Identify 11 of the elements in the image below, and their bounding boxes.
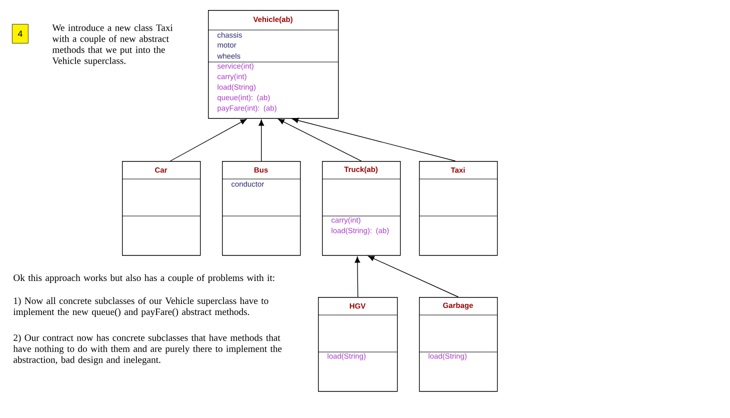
- note-text: 2) Our contract now has concrete subclasses that have methods that have nothing to do with them and are purely there to implement the abstraction, bad design and inelegant.: [13, 334, 282, 365]
- arrow: [278, 118, 362, 162]
- number-badge: 4: [12, 24, 28, 44]
- note-text: Ok this approach works but also has a couple of problems with it:: [14, 274, 274, 283]
- arrow: [258, 120, 264, 162]
- note-text: We introduce a new class Taxi with a couple of new abstract methods that we put into the Vehicle superclass.: [52, 24, 173, 66]
- arrow: [170, 118, 247, 162]
- arrow: [354, 256, 360, 298]
- arrow: [368, 256, 459, 298]
- note-text: 1) Now all concrete subclasses of our Vehicle superclass have to implement the new queue() and payFare() abstract methods.: [13, 297, 268, 318]
- arrow: [292, 118, 456, 162]
